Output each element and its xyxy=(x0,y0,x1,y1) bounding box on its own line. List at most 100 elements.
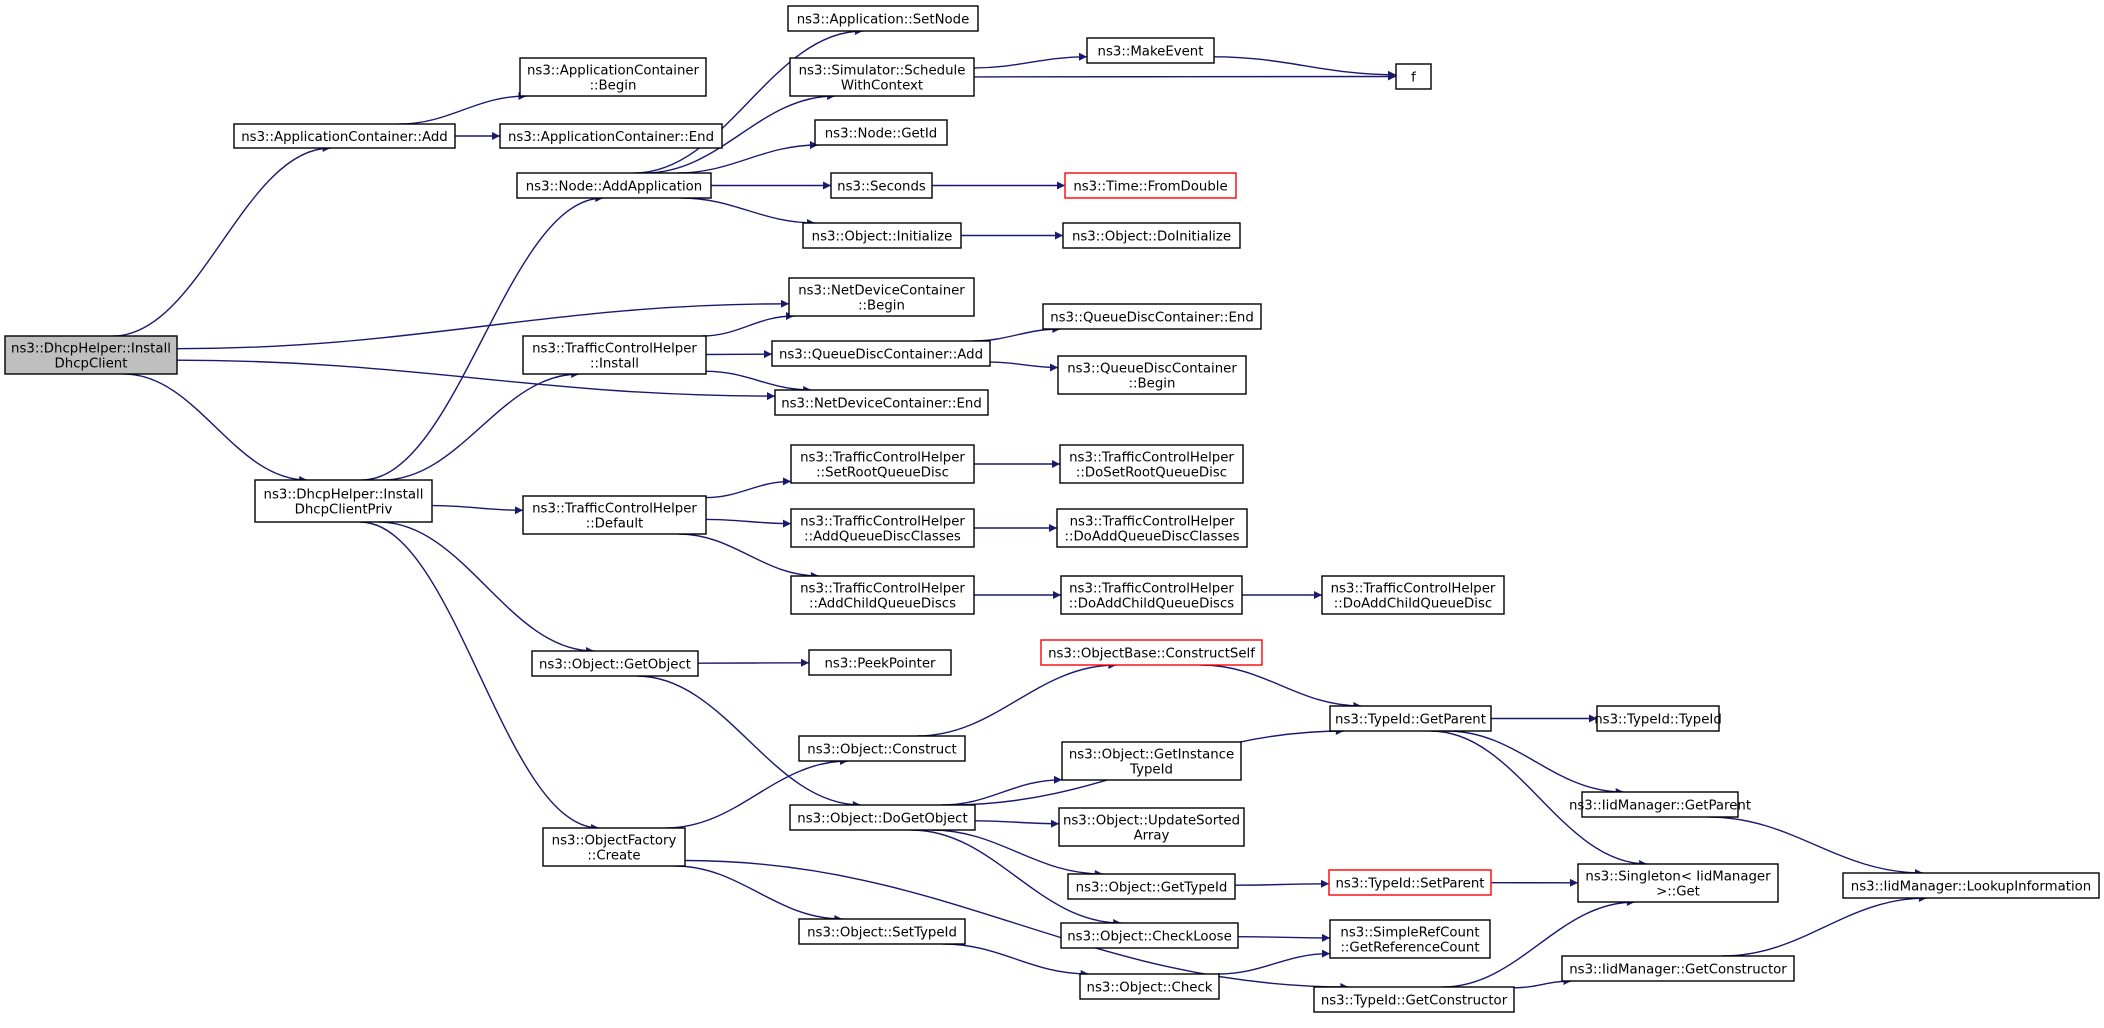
node-box[interactable] xyxy=(516,172,712,199)
node-objConstruct[interactable]: ns3::Object::Construct xyxy=(798,735,966,762)
node-box[interactable] xyxy=(1079,973,1220,1000)
node-box[interactable] xyxy=(1062,222,1241,249)
node-box[interactable] xyxy=(1086,37,1215,64)
node-box[interactable] xyxy=(542,827,686,867)
node-objInit[interactable]: ns3::Object::Initialize xyxy=(802,222,962,249)
node-f[interactable]: f xyxy=(1395,63,1432,90)
node-box[interactable] xyxy=(830,172,933,199)
node-box[interactable] xyxy=(1577,863,1779,903)
node-box[interactable] xyxy=(233,123,456,149)
node-box[interactable] xyxy=(1060,575,1243,615)
node-box[interactable] xyxy=(499,123,723,149)
node-ndcEnd[interactable]: ns3::NetDeviceContainer::End xyxy=(774,389,989,416)
node-objDoGetObject[interactable]: ns3::Object::DoGetObject xyxy=(789,804,976,831)
node-box[interactable] xyxy=(522,495,707,535)
node-box[interactable] xyxy=(771,340,991,367)
node-qdcAdd[interactable]: ns3::QueueDiscContainer::Add xyxy=(771,340,991,367)
node-box[interactable] xyxy=(1040,639,1263,666)
node-box[interactable] xyxy=(1060,922,1239,949)
node-tchInstall[interactable]: ns3::TrafficControlHelper::Install xyxy=(522,335,707,375)
node-objGetObject[interactable]: ns3::Object::GetObject xyxy=(531,650,699,677)
node-singletonGet[interactable]: ns3::Singleton< IidManager>::Get xyxy=(1577,863,1779,903)
node-box[interactable] xyxy=(1067,873,1236,900)
node-qdcBegin[interactable]: ns3::QueueDiscContainer::Begin xyxy=(1057,355,1247,395)
node-box[interactable] xyxy=(788,277,975,317)
node-objDoInit[interactable]: ns3::Object::DoInitialize xyxy=(1062,222,1241,249)
node-box[interactable] xyxy=(519,57,707,97)
node-box[interactable] xyxy=(1395,63,1432,90)
node-appcBegin[interactable]: ns3::ApplicationContainer::Begin xyxy=(519,57,707,97)
node-box[interactable] xyxy=(789,57,975,97)
node-box[interactable] xyxy=(1321,575,1505,615)
node-box[interactable] xyxy=(798,735,966,762)
node-tchSetRoot[interactable]: ns3::TrafficControlHelper::SetRootQueueD… xyxy=(790,444,975,484)
node-box[interactable] xyxy=(1596,705,1720,732)
node-box[interactable] xyxy=(1058,807,1245,847)
node-seconds[interactable]: ns3::Seconds xyxy=(830,172,933,199)
node-box[interactable] xyxy=(1561,955,1795,982)
node-box[interactable] xyxy=(789,804,976,831)
node-srcGetRef[interactable]: ns3::SimpleRefCount::GetReferenceCount xyxy=(1329,919,1491,959)
node-box[interactable] xyxy=(790,508,975,548)
node-box[interactable] xyxy=(1056,508,1248,548)
node-tchDoAddChildQD[interactable]: ns3::TrafficControlHelper::DoAddChildQue… xyxy=(1321,575,1505,615)
node-box[interactable] xyxy=(4,335,178,375)
node-box[interactable] xyxy=(802,222,962,249)
node-box[interactable] xyxy=(1061,741,1242,781)
node-iidGetParent[interactable]: ns3::IidManager::GetParent xyxy=(1569,791,1751,818)
node-tchAddChild[interactable]: ns3::TrafficControlHelper::AddChildQueue… xyxy=(790,575,975,615)
node-objCheckLoose[interactable]: ns3::Object::CheckLoose xyxy=(1060,922,1239,949)
node-qdcEnd[interactable]: ns3::QueueDiscContainer::End xyxy=(1042,303,1262,330)
node-appcAdd[interactable]: ns3::ApplicationContainer::Add xyxy=(233,123,456,149)
node-box[interactable] xyxy=(790,575,975,615)
node-box[interactable] xyxy=(1042,303,1262,330)
node-objSetTypeId[interactable]: ns3::Object::SetTypeId xyxy=(798,918,966,945)
node-box[interactable] xyxy=(1313,986,1515,1013)
node-typeIdTypeId[interactable]: ns3::TypeId::TypeId xyxy=(1594,705,1722,732)
node-objGetTypeId[interactable]: ns3::Object::GetTypeId xyxy=(1067,873,1236,900)
node-box[interactable] xyxy=(1059,444,1244,484)
node-iidLookup[interactable]: ns3::IidManager::LookupInformation xyxy=(1842,872,2100,899)
node-box[interactable] xyxy=(1329,919,1491,959)
node-peekPtr[interactable]: ns3::PeekPointer xyxy=(808,649,952,676)
node-tchDefault[interactable]: ns3::TrafficControlHelper::Default xyxy=(522,495,707,535)
node-typeIdGetCtor[interactable]: ns3::TypeId::GetConstructor xyxy=(1313,986,1515,1013)
node-ndcBegin[interactable]: ns3::NetDeviceContainer::Begin xyxy=(788,277,975,317)
node-ofCreate[interactable]: ns3::ObjectFactory::Create xyxy=(542,827,686,867)
node-box[interactable] xyxy=(1329,705,1492,732)
node-box[interactable] xyxy=(1064,172,1237,199)
node-obConstructSelf[interactable]: ns3::ObjectBase::ConstructSelf xyxy=(1040,639,1263,666)
node-box[interactable] xyxy=(790,444,975,484)
node-box[interactable] xyxy=(254,479,433,523)
node-tchAddQDC[interactable]: ns3::TrafficControlHelper::AddQueueDiscC… xyxy=(790,508,975,548)
node-nodeAddApp[interactable]: ns3::Node::AddApplication xyxy=(516,172,712,199)
node-box[interactable] xyxy=(1328,869,1492,896)
node-box[interactable] xyxy=(774,389,989,416)
node-makeEvent[interactable]: ns3::MakeEvent xyxy=(1086,37,1215,64)
node-box[interactable] xyxy=(808,649,952,676)
node-box[interactable] xyxy=(1842,872,2100,899)
node-box[interactable] xyxy=(522,335,707,375)
node-tchDoSetRoot[interactable]: ns3::TrafficControlHelper::DoSetRootQueu… xyxy=(1059,444,1244,484)
node-box[interactable] xyxy=(1057,355,1247,395)
node-box[interactable] xyxy=(787,5,979,32)
node-box[interactable] xyxy=(531,650,699,677)
node-appcEnd[interactable]: ns3::ApplicationContainer::End xyxy=(499,123,723,149)
node-typeIdSetParent[interactable]: ns3::TypeId::SetParent xyxy=(1328,869,1492,896)
node-box[interactable] xyxy=(1581,791,1739,818)
node-appSetNode[interactable]: ns3::Application::SetNode xyxy=(787,5,979,32)
node-iidGetCtor[interactable]: ns3::IidManager::GetConstructor xyxy=(1561,955,1795,982)
node-box[interactable] xyxy=(814,119,948,146)
node-box[interactable] xyxy=(798,918,966,945)
node-timeFromDouble[interactable]: ns3::Time::FromDouble xyxy=(1064,172,1237,199)
node-objCheck[interactable]: ns3::Object::Check xyxy=(1079,973,1220,1000)
node-nodeGetId[interactable]: ns3::Node::GetId xyxy=(814,119,948,146)
node-tchDoAddQDC[interactable]: ns3::TrafficControlHelper::DoAddQueueDis… xyxy=(1056,508,1248,548)
node-typeIdGetParent[interactable]: ns3::TypeId::GetParent xyxy=(1329,705,1492,732)
node-tchDoAddChildQDs[interactable]: ns3::TrafficControlHelper::DoAddChildQue… xyxy=(1060,575,1243,615)
